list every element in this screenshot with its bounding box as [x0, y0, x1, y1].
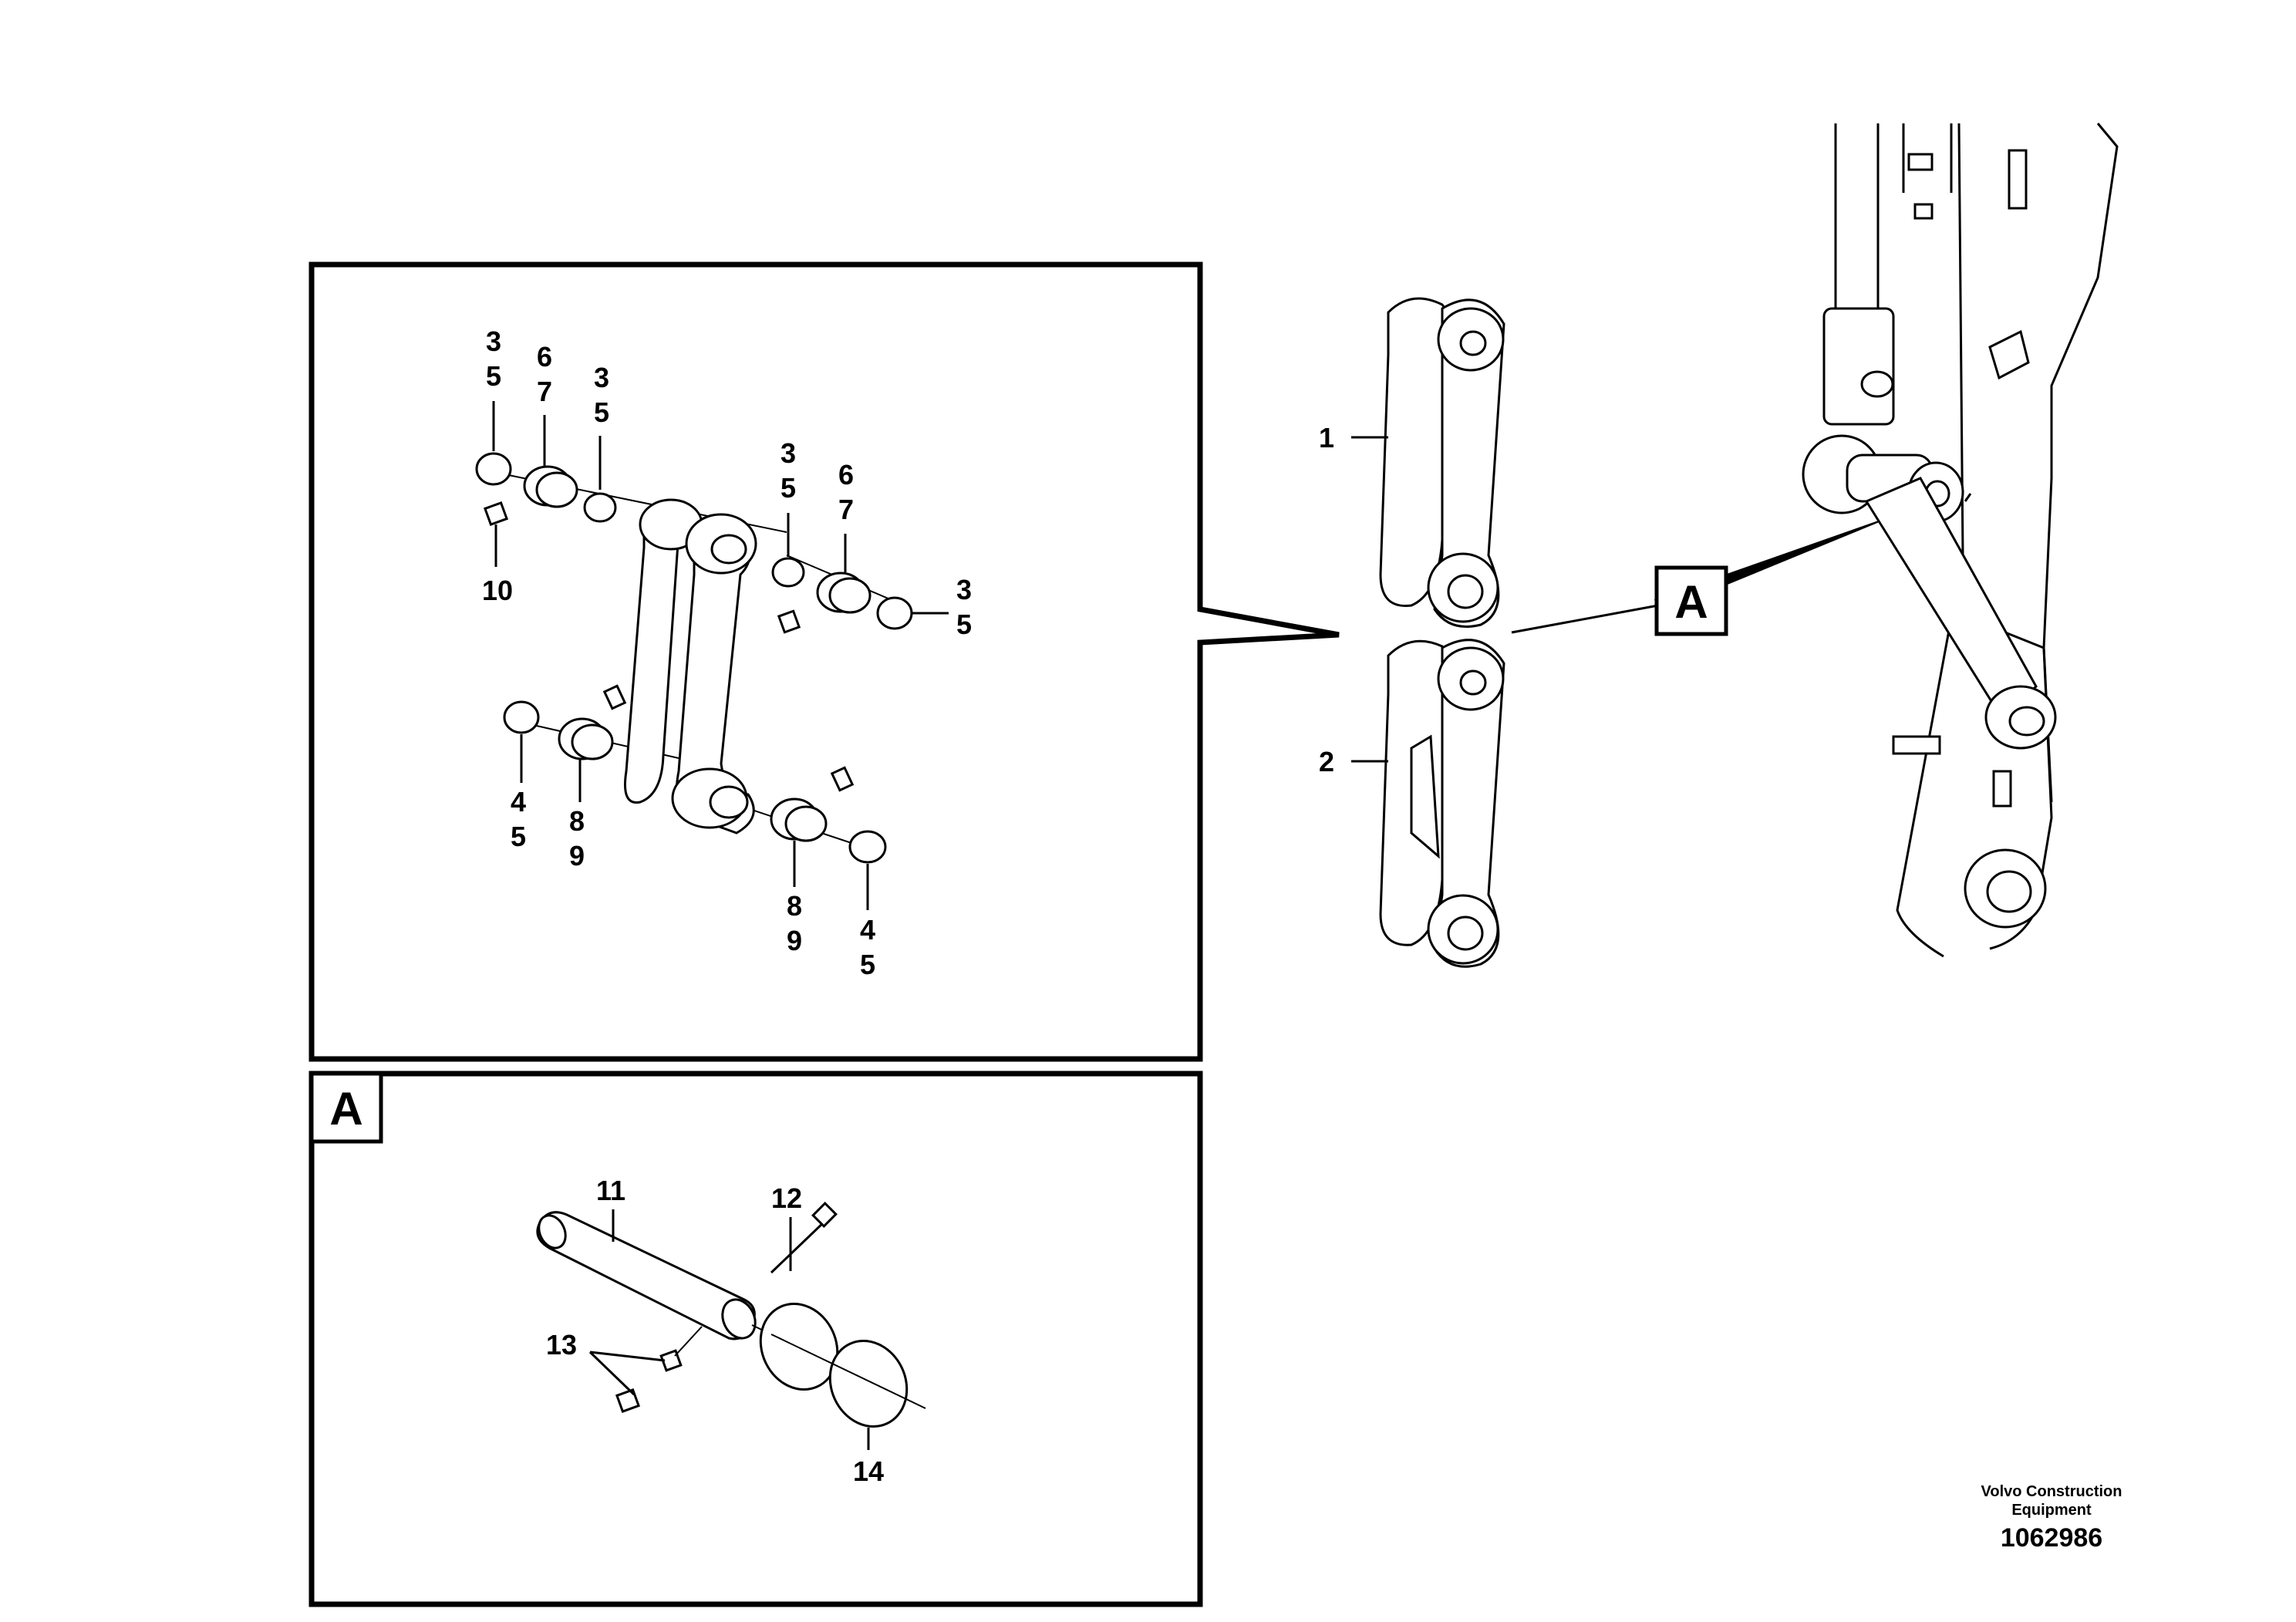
callout-lower-left-bushing-b: 9 [569, 840, 585, 872]
callout-pin: 11 [596, 1175, 625, 1206]
callout-lower-right-ring-a: 4 [860, 914, 875, 946]
upper-leader-lines [492, 401, 949, 910]
callout-lower-right-ring-b: 5 [860, 949, 875, 980]
callout-top-left-ring-b: 5 [486, 360, 501, 392]
callout-right-ring-b: 5 [781, 472, 796, 504]
callout-right-bushing-a: 6 [838, 459, 854, 491]
callout-link-1: 1 [1319, 422, 1334, 454]
overview-a-label: A [1674, 576, 1708, 628]
callout-lower-left-ring-b: 5 [511, 821, 526, 852]
upper-detail-frame [308, 261, 1340, 1062]
callout-top-mid-ring-b: 5 [594, 396, 609, 428]
exploded-link-drawing [475, 452, 913, 864]
callout-right-bushing-b: 7 [838, 494, 854, 525]
detail-a-label-box [309, 1071, 383, 1144]
callout-top-left-ring-a: 3 [486, 325, 501, 357]
callout-o-rings: 14 [853, 1455, 884, 1487]
document-number: 1062986 [2001, 1523, 2102, 1553]
callout-grease-fitting: 10 [482, 575, 513, 606]
callout-far-right-ring-a: 3 [956, 574, 972, 605]
brand-line-2: Equipment [2011, 1502, 2092, 1519]
upper-callouts: 3 5 6 7 3 5 10 3 5 6 7 3 5 4 5 8 9 8 9 4… [482, 325, 972, 980]
callout-lower-left-ring-a: 4 [511, 786, 526, 818]
callout-lower-right-bushing-a: 8 [787, 890, 802, 922]
detail-a-frame [308, 1071, 1203, 1607]
callout-top-mid-ring-a: 3 [594, 362, 609, 393]
callout-far-right-ring-b: 5 [956, 609, 972, 640]
callout-bolt: 12 [771, 1182, 802, 1214]
callout-top-bushing-b: 7 [537, 376, 552, 407]
overview-a-marker [1511, 509, 1911, 636]
arm-assembly-drawing [1802, 123, 2119, 958]
callout-link-2: 2 [1319, 746, 1334, 777]
brand-line-1: Volvo Construction [1981, 1483, 2122, 1500]
callout-nuts: 13 [546, 1329, 577, 1361]
link-2-drawing [1351, 639, 1505, 968]
detail-a-drawing [536, 1202, 926, 1428]
link-1-drawing [1351, 297, 1505, 628]
callout-right-ring-a: 3 [781, 437, 796, 469]
callout-lower-right-bushing-b: 9 [787, 925, 802, 956]
detail-a-callouts: 11 12 13 14 [546, 1175, 884, 1487]
callout-top-bushing-a: 6 [537, 341, 552, 373]
detail-a-leader-lines [588, 1209, 870, 1450]
detail-a-label: A [329, 1083, 362, 1135]
callout-lower-left-bushing-a: 8 [569, 805, 585, 837]
